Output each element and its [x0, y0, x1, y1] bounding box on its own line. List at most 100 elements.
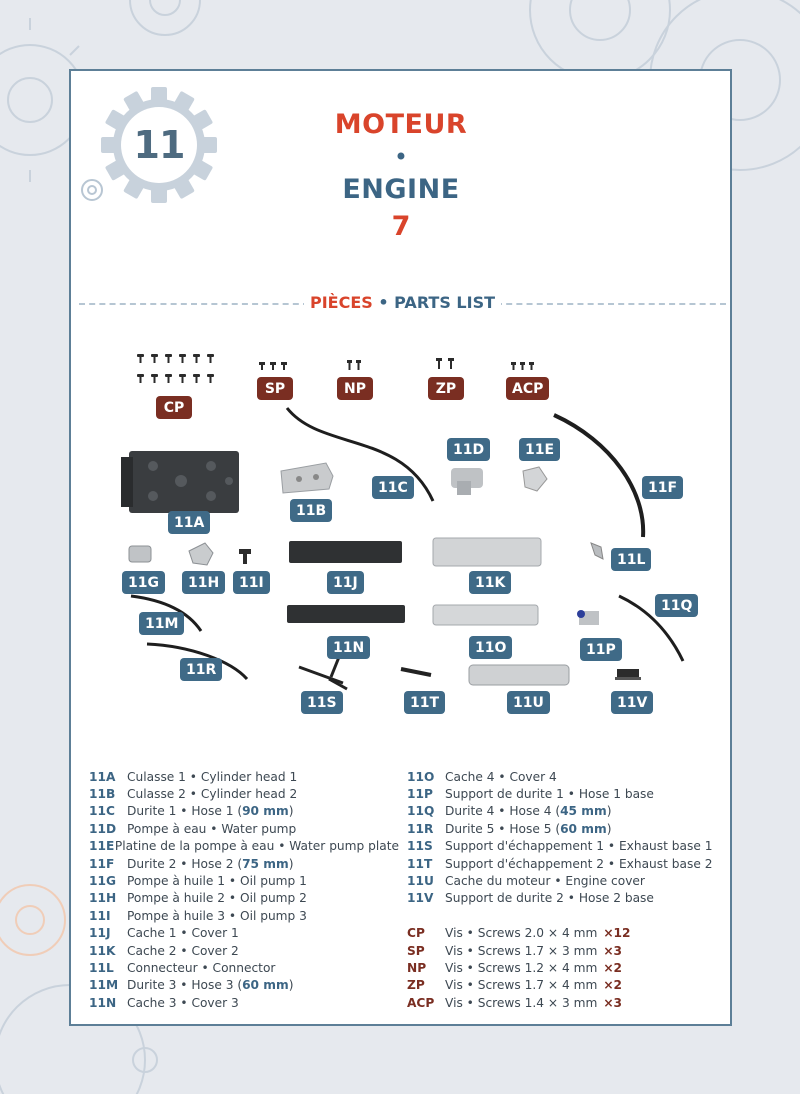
- part-description: Support d'échappement 1 • Exhaust base 1: [445, 839, 713, 854]
- background-gear-icon: [129, 0, 201, 36]
- part-description: ): [606, 804, 612, 819]
- small-gear-icon: [81, 179, 103, 201]
- cp-screws-icon: [137, 354, 214, 383]
- part-description: Vis • Screws 2.0 × 4 mm: [445, 926, 598, 941]
- oil-pump-11h-icon: [188, 542, 214, 566]
- part-code: CP: [407, 926, 425, 941]
- screw-item: SP Vis • Screws 1.7 × 3 mm ×3: [407, 942, 727, 959]
- tag-11f: 11F: [642, 476, 684, 499]
- tag-acp: ACP: [506, 377, 550, 400]
- cylinder-head-11a-icon: [121, 451, 239, 513]
- part-code: 11C: [89, 804, 115, 819]
- part-description: Support d'échappement 2 • Exhaust base 2: [445, 856, 713, 871]
- tag-11b: 11B: [290, 499, 333, 522]
- part-description: ): [288, 978, 294, 993]
- tag-11t: 11T: [404, 691, 446, 714]
- part-description: Durite 2 • Hose 2 (: [127, 856, 243, 871]
- part-description: 60 mm: [242, 978, 289, 993]
- part-description: Vis • Screws 1.7 × 4 mm: [445, 978, 598, 993]
- tag-cp: CP: [156, 396, 192, 419]
- part-description: Cache 3 • Cover 3: [127, 995, 239, 1010]
- hose-11f-icon: [553, 413, 646, 538]
- list-item: 11P Support de durite 1 • Hose 1 base: [407, 785, 727, 802]
- hose-11m-icon: [130, 594, 203, 632]
- part-code: 11Q: [407, 804, 435, 819]
- part-description: Vis • Screws 1.2 × 4 mm: [445, 960, 598, 975]
- part-description: Support de durite 2 • Hose 2 base: [445, 891, 654, 906]
- tag-11j: 11J: [327, 571, 364, 594]
- tag-11i: 11I: [233, 571, 270, 594]
- part-code: SP: [407, 943, 425, 958]
- tag-11r: 11R: [180, 658, 223, 681]
- list-item: 11N Cache 3 • Cover 3: [89, 994, 399, 1011]
- tag-11u: 11U: [507, 691, 550, 714]
- part-description: Cache 4 • Cover 4: [445, 769, 557, 784]
- part-description: Durite 1 • Hose 1 (: [127, 804, 243, 819]
- cylinder-head-11b-icon: [280, 462, 334, 494]
- part-code: 11R: [407, 821, 434, 836]
- part-description: Pompe à huile 1 • Oil pump 1: [127, 874, 307, 889]
- part-code: 11M: [89, 978, 119, 993]
- cover-11k-icon: [432, 537, 542, 567]
- part-code: 11O: [407, 769, 435, 784]
- part-code: 11E: [89, 839, 115, 854]
- part-description: Durite 5 • Hose 5 (: [445, 821, 561, 836]
- tag-11m: 11M: [139, 612, 185, 635]
- part-code: NP: [407, 960, 427, 975]
- title-block: MOTEUR • ENGINE 7: [271, 109, 531, 242]
- part-description: Durite 3 • Hose 3 (: [127, 978, 243, 993]
- tag-11e: 11E: [519, 438, 561, 461]
- part-description: 75 mm: [242, 856, 289, 871]
- part-description: Cache 2 • Cover 2: [127, 943, 239, 958]
- zp-screws-icon: [436, 358, 454, 369]
- part-description: Pompe à huile 3 • Oil pump 3: [127, 908, 307, 923]
- part-code: 11P: [407, 787, 433, 802]
- list-item: 11V Support de durite 2 • Hose 2 base: [407, 890, 727, 907]
- tag-11l: 11L: [611, 548, 652, 571]
- part-code: ZP: [407, 978, 425, 993]
- title-english: ENGINE: [342, 174, 460, 205]
- sp-screws-icon: [259, 362, 287, 370]
- tag-11g: 11G: [122, 571, 165, 594]
- part-description: ): [288, 804, 294, 819]
- exhaust-base-11t-icon: [400, 667, 432, 677]
- tag-np: NP: [337, 377, 373, 400]
- cover-11n-icon: [287, 605, 405, 623]
- hose-11c-icon: [285, 407, 435, 502]
- list-item: 11M Durite 3 • Hose 3 (60 mm): [89, 977, 399, 994]
- part-description: Vis • Screws 1.4 × 3 mm: [445, 995, 598, 1010]
- list-item: 11O Cache 4 • Cover 4: [407, 768, 727, 785]
- part-description: Support de durite 1 • Hose 1 base: [445, 787, 654, 802]
- part-code: 11V: [407, 891, 434, 906]
- part-description: Vis • Screws 1.7 × 3 mm: [445, 943, 598, 958]
- part-quantity: ×3: [603, 943, 623, 958]
- part-code: 11T: [407, 856, 433, 871]
- tag-11p: 11P: [580, 638, 622, 661]
- title-separator: •: [393, 143, 409, 171]
- cover-11o-icon: [432, 604, 539, 626]
- part-code: 11N: [89, 995, 117, 1010]
- water-pump-11d-icon: [451, 468, 483, 495]
- tag-11k: 11K: [469, 571, 512, 594]
- tag-11o: 11O: [469, 636, 513, 659]
- tag-sp: SP: [257, 377, 293, 400]
- part-description: ): [288, 856, 294, 871]
- part-quantity: ×2: [603, 960, 623, 975]
- hose-11q-icon: [618, 594, 685, 662]
- part-description: Culasse 1 • Cylinder head 1: [127, 769, 298, 784]
- cover-11j-icon: [289, 541, 402, 563]
- oil-pump-11i-icon: [239, 549, 251, 564]
- connector-11l-icon: [590, 542, 604, 560]
- part-code: 11L: [89, 960, 114, 975]
- part-code: 11J: [89, 926, 111, 941]
